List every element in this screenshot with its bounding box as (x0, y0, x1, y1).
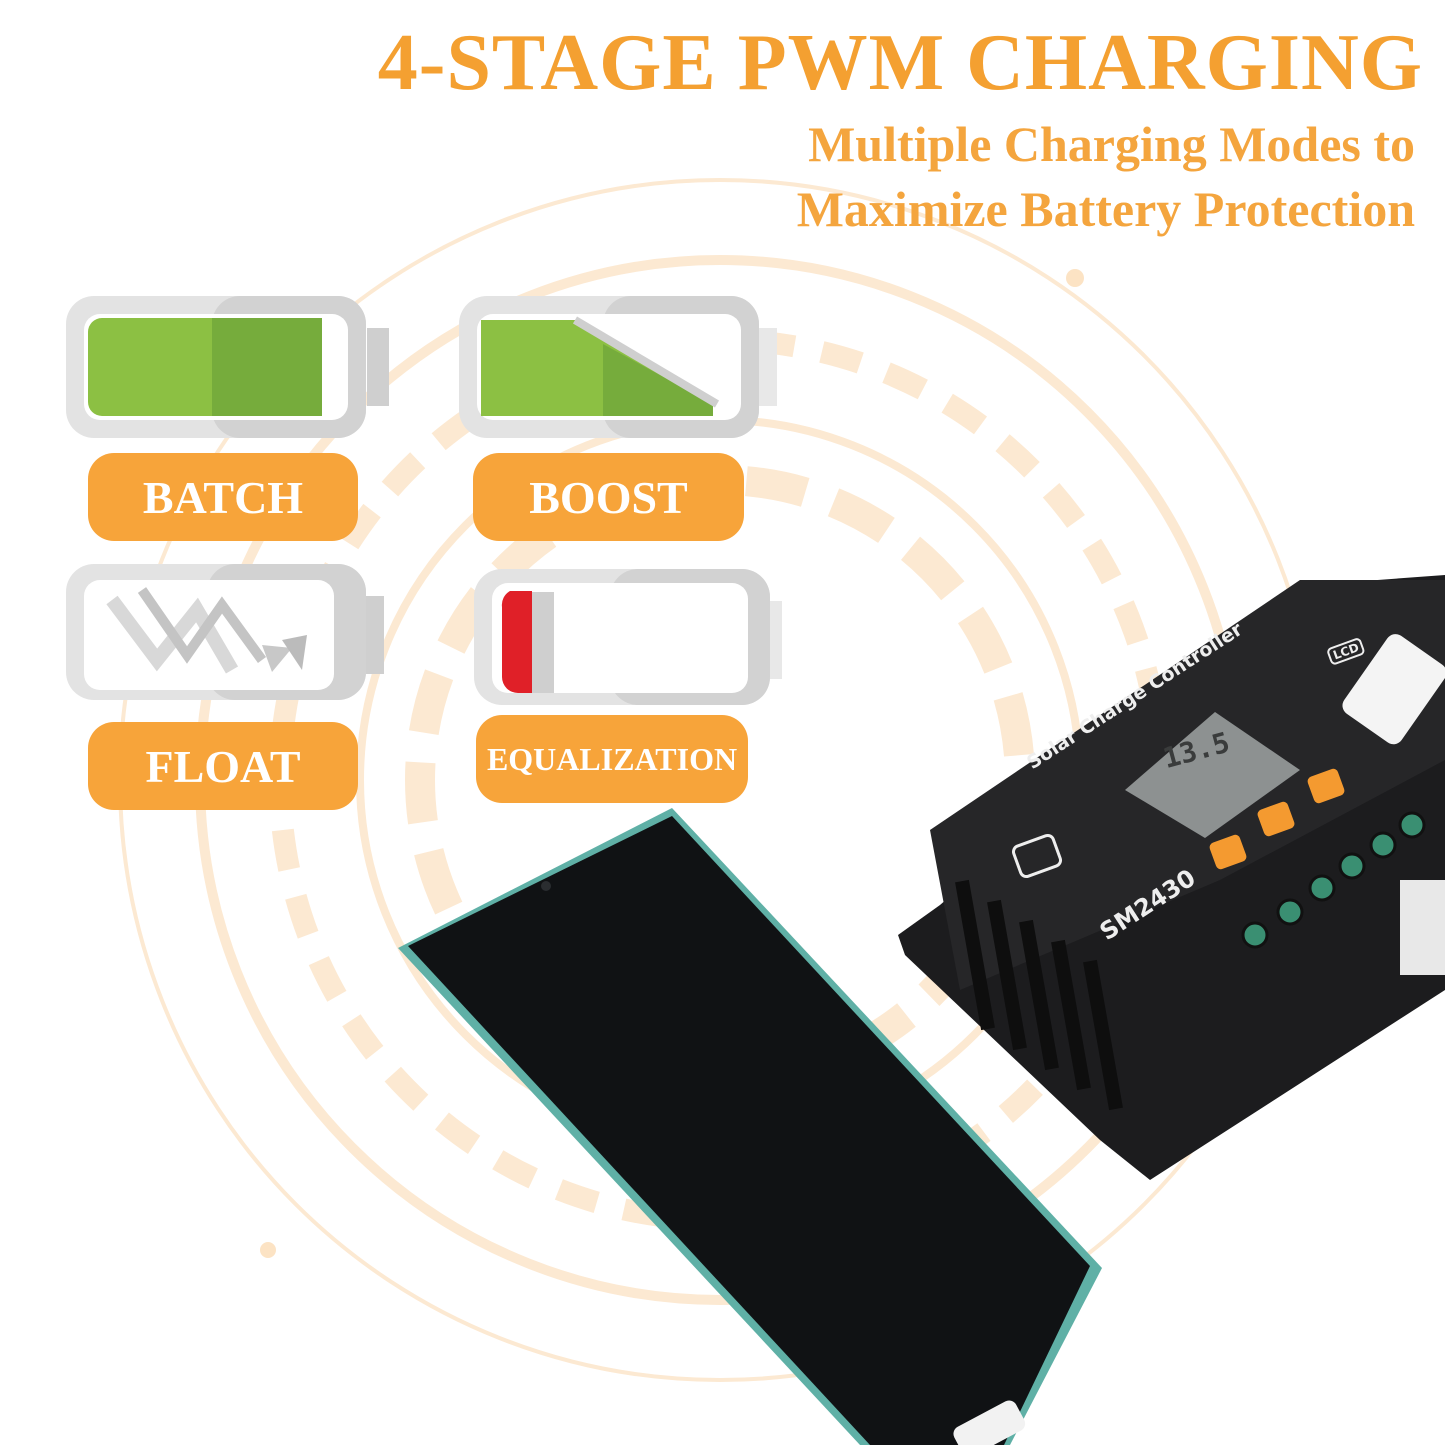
battery-boost-icon (459, 296, 777, 438)
stage-label-equalization: EQUALIZATION (476, 715, 748, 803)
stage-label-boost: BOOST (473, 453, 744, 541)
page-title: 4-STAGE PWM CHARGING (377, 19, 1423, 107)
subtitle-line-1: Multiple Charging Modes to (808, 116, 1415, 172)
battery-low-icon (474, 569, 782, 705)
battery-full-icon (66, 296, 389, 438)
solar-charge-controller (898, 575, 1445, 1180)
battery-float-icon (66, 564, 384, 700)
smartphone (398, 808, 1102, 1445)
stage-label-batch: BATCH (88, 453, 358, 541)
subtitle-line-2: Maximize Battery Protection (796, 181, 1415, 237)
stage-label-float: FLOAT (88, 722, 358, 810)
